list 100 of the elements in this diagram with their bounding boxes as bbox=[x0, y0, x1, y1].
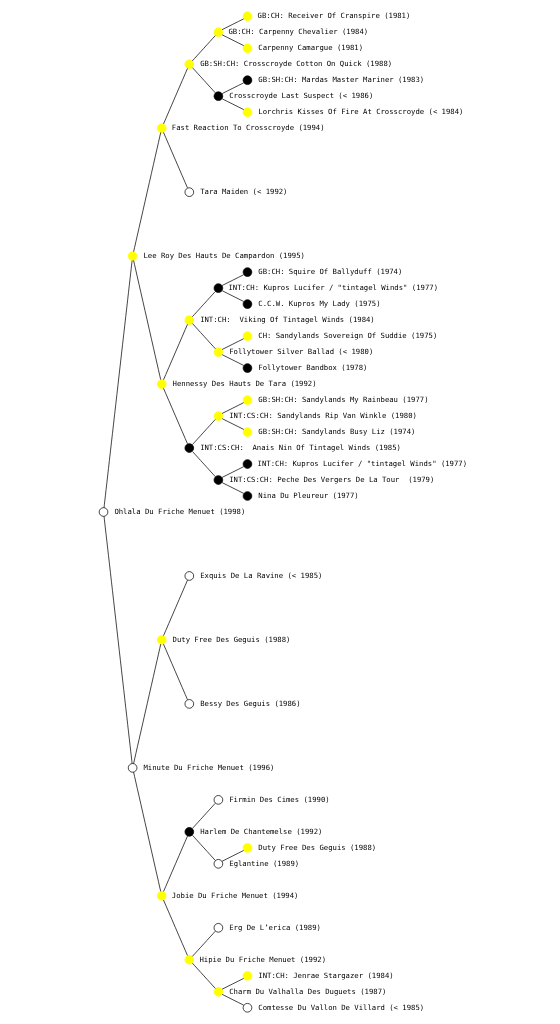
node-label: Crosscroyde Last Suspect (< 1986) bbox=[229, 91, 374, 101]
node-circle bbox=[242, 331, 253, 341]
node-label: Duty Free Des Geguis (1988) bbox=[258, 842, 377, 852]
node-label: Lorchris Kisses Of Fire At Crosscroyde (< 1984) bbox=[258, 107, 464, 117]
connector bbox=[163, 835, 188, 892]
connector bbox=[221, 466, 245, 478]
node-label: INT:CH: Jenrae Stargazer (1984) bbox=[258, 970, 394, 980]
node-circle bbox=[98, 507, 109, 517]
node-label: CH: Sandylands Sovereign Of Suddie (1975) bbox=[258, 330, 438, 340]
node-circle bbox=[242, 43, 253, 53]
connector bbox=[221, 98, 245, 110]
connector bbox=[163, 643, 188, 700]
node-label: Bessy Des Geguis (1986) bbox=[200, 698, 301, 708]
connector bbox=[221, 850, 245, 862]
node-circle bbox=[242, 75, 253, 85]
connector bbox=[191, 419, 216, 446]
node-label: Erg De L’erica (1989) bbox=[229, 922, 321, 932]
node-circle bbox=[213, 27, 224, 37]
node-circle bbox=[213, 923, 224, 933]
connector bbox=[163, 68, 188, 125]
connector bbox=[221, 274, 245, 286]
connector bbox=[221, 34, 245, 46]
node-circle bbox=[156, 635, 167, 645]
node-label: Nina Du Pleureur (1977) bbox=[258, 490, 359, 500]
connector bbox=[133, 771, 162, 892]
connector bbox=[192, 962, 216, 989]
node-circle bbox=[213, 987, 224, 997]
node-circle bbox=[213, 283, 224, 293]
connector bbox=[191, 930, 216, 957]
connector bbox=[221, 994, 245, 1006]
node-circle bbox=[242, 107, 253, 117]
node-label: INT:CS:CH: Anais Nin Of Tintagel Winds (1985) bbox=[200, 442, 401, 452]
node-label: GB:SH:CH: Sandylands My Rainbeau (1977) bbox=[258, 394, 429, 404]
node-circle bbox=[242, 459, 253, 469]
node-label: Exquis De La Ravine (< 1985) bbox=[200, 570, 323, 580]
node-circle bbox=[242, 843, 253, 853]
node-label: GB:CH: Squire Of Ballyduff (1974) bbox=[258, 266, 403, 276]
node-label: Lee Roy Des Hauts De Campardon (1995) bbox=[143, 250, 305, 260]
node-circle bbox=[127, 763, 138, 773]
node-label: GB:SH:CH: Mardas Master Mariner (1983) bbox=[258, 75, 425, 85]
node-circle bbox=[184, 187, 195, 197]
node-circle bbox=[184, 571, 195, 581]
node-label: INT:CS:CH: Sandylands Rip Van Winkle (1980) bbox=[229, 410, 417, 420]
node-label: Tara Maiden (< 1992) bbox=[200, 186, 288, 196]
node-label: Harlem De Chantemelse (1992) bbox=[200, 826, 323, 836]
node-circle bbox=[242, 267, 253, 277]
connector bbox=[221, 290, 245, 302]
node-circle bbox=[242, 971, 253, 981]
node-circle bbox=[242, 395, 253, 405]
connector bbox=[192, 323, 216, 350]
node-label: Duty Free Des Geguis (1988) bbox=[172, 634, 291, 644]
node-label: Eglantine (1989) bbox=[229, 858, 300, 868]
node-circle bbox=[156, 379, 167, 389]
node-circle bbox=[213, 795, 224, 805]
node-circle bbox=[242, 427, 253, 437]
node-circle bbox=[242, 1003, 253, 1013]
connector bbox=[221, 978, 245, 990]
node-circle bbox=[184, 315, 195, 325]
connector bbox=[221, 354, 245, 366]
connector bbox=[191, 802, 216, 829]
node-label: GB:SH:CH: Crosscroyde Cotton On Quick (1988) bbox=[200, 59, 393, 69]
node-circle bbox=[184, 955, 195, 965]
node-circle bbox=[184, 443, 195, 453]
connector bbox=[221, 18, 245, 30]
connector bbox=[163, 387, 188, 445]
node-circle bbox=[242, 363, 253, 373]
connector bbox=[103, 516, 133, 764]
connector bbox=[163, 579, 188, 636]
node-circle bbox=[242, 299, 253, 309]
node-label: Carpenny Camargue (1981) bbox=[258, 43, 364, 53]
connector bbox=[133, 260, 162, 381]
connector bbox=[192, 67, 216, 94]
node-label: Firmin Des Cimes (1990) bbox=[229, 794, 330, 804]
node-label: Fast Reaction To Crosscroyde (1994) bbox=[171, 123, 325, 132]
node-label: Jobie Du Friche Menuet (1994) bbox=[171, 890, 299, 900]
node-label: GB:CH: Receiver Of Cranspire (1981) bbox=[257, 11, 411, 21]
connector bbox=[133, 132, 162, 253]
node-circle bbox=[213, 91, 224, 101]
node-label: GB:CH: Carpenny Chevalier (1984) bbox=[228, 27, 369, 37]
node-label: INT:CH: Kupros Lucifer / "tintagel Winds" (1977) bbox=[228, 282, 439, 292]
node-label: Follytower Silver Ballad (< 1980) bbox=[229, 346, 374, 356]
node-circle bbox=[242, 11, 253, 21]
connector bbox=[163, 323, 188, 381]
connector bbox=[103, 260, 133, 508]
node-label: Minute Du Friche Menuet (1996) bbox=[143, 762, 275, 772]
node-label: INT:CS:CH: Peche Des Vergers De La Tour (1979) bbox=[229, 474, 435, 484]
connector bbox=[192, 451, 216, 478]
node-circle bbox=[242, 491, 253, 501]
node-circle bbox=[156, 123, 167, 133]
node-circle bbox=[184, 699, 195, 709]
node-circle bbox=[213, 411, 224, 421]
node-label: GB:SH:CH: Sandylands Busy Liz (1974) bbox=[258, 426, 416, 436]
node-circle bbox=[184, 59, 195, 69]
node-label: Follytower Bandbox (1978) bbox=[258, 362, 368, 372]
node-circle bbox=[213, 475, 224, 485]
connector bbox=[163, 132, 188, 189]
node-label: INT:CH: Kupros Lucifer / "tintagel Winds" (1977) bbox=[257, 458, 468, 468]
node-circle bbox=[213, 859, 224, 869]
connector bbox=[191, 35, 216, 62]
connector bbox=[192, 834, 216, 861]
